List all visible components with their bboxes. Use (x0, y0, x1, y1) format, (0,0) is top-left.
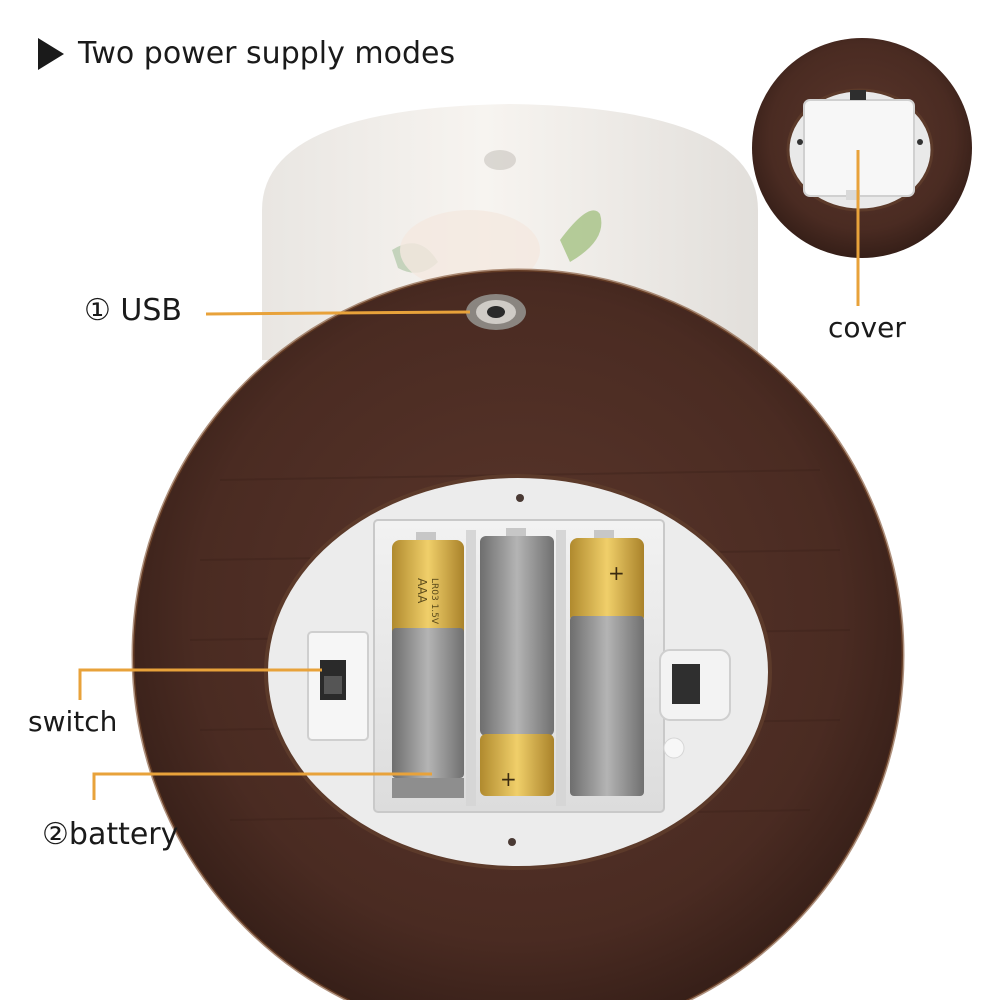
battery-1: AAA LR03 1.5V (392, 532, 464, 798)
cover-inset (752, 38, 972, 258)
battery-callout-label: ②battery (42, 817, 179, 852)
usb-leader-line (205, 310, 471, 316)
page-title-text: Two power supply modes (78, 36, 456, 71)
cover-clip (659, 649, 731, 759)
battery-3-polarity-text: + (608, 561, 625, 585)
battery-1-type-text: AAA (415, 578, 429, 604)
battery-leader-line (92, 772, 432, 800)
usb-port (466, 294, 526, 330)
leader-lines (78, 150, 860, 800)
page-title: Two power supply modes (38, 38, 455, 70)
power-switch (307, 631, 369, 741)
battery-2-polarity-text: + (500, 767, 517, 791)
switch-callout-label: switch (28, 705, 118, 738)
battery-1-spec-text: LR03 1.5V (429, 578, 439, 625)
usb-callout-label: ① USB (84, 293, 183, 328)
battery-2: + (480, 528, 554, 796)
play-triangle-icon (38, 38, 64, 70)
battery-3: + (570, 530, 644, 796)
cover-callout-label: cover (828, 311, 906, 344)
switch-leader-line (78, 668, 322, 700)
